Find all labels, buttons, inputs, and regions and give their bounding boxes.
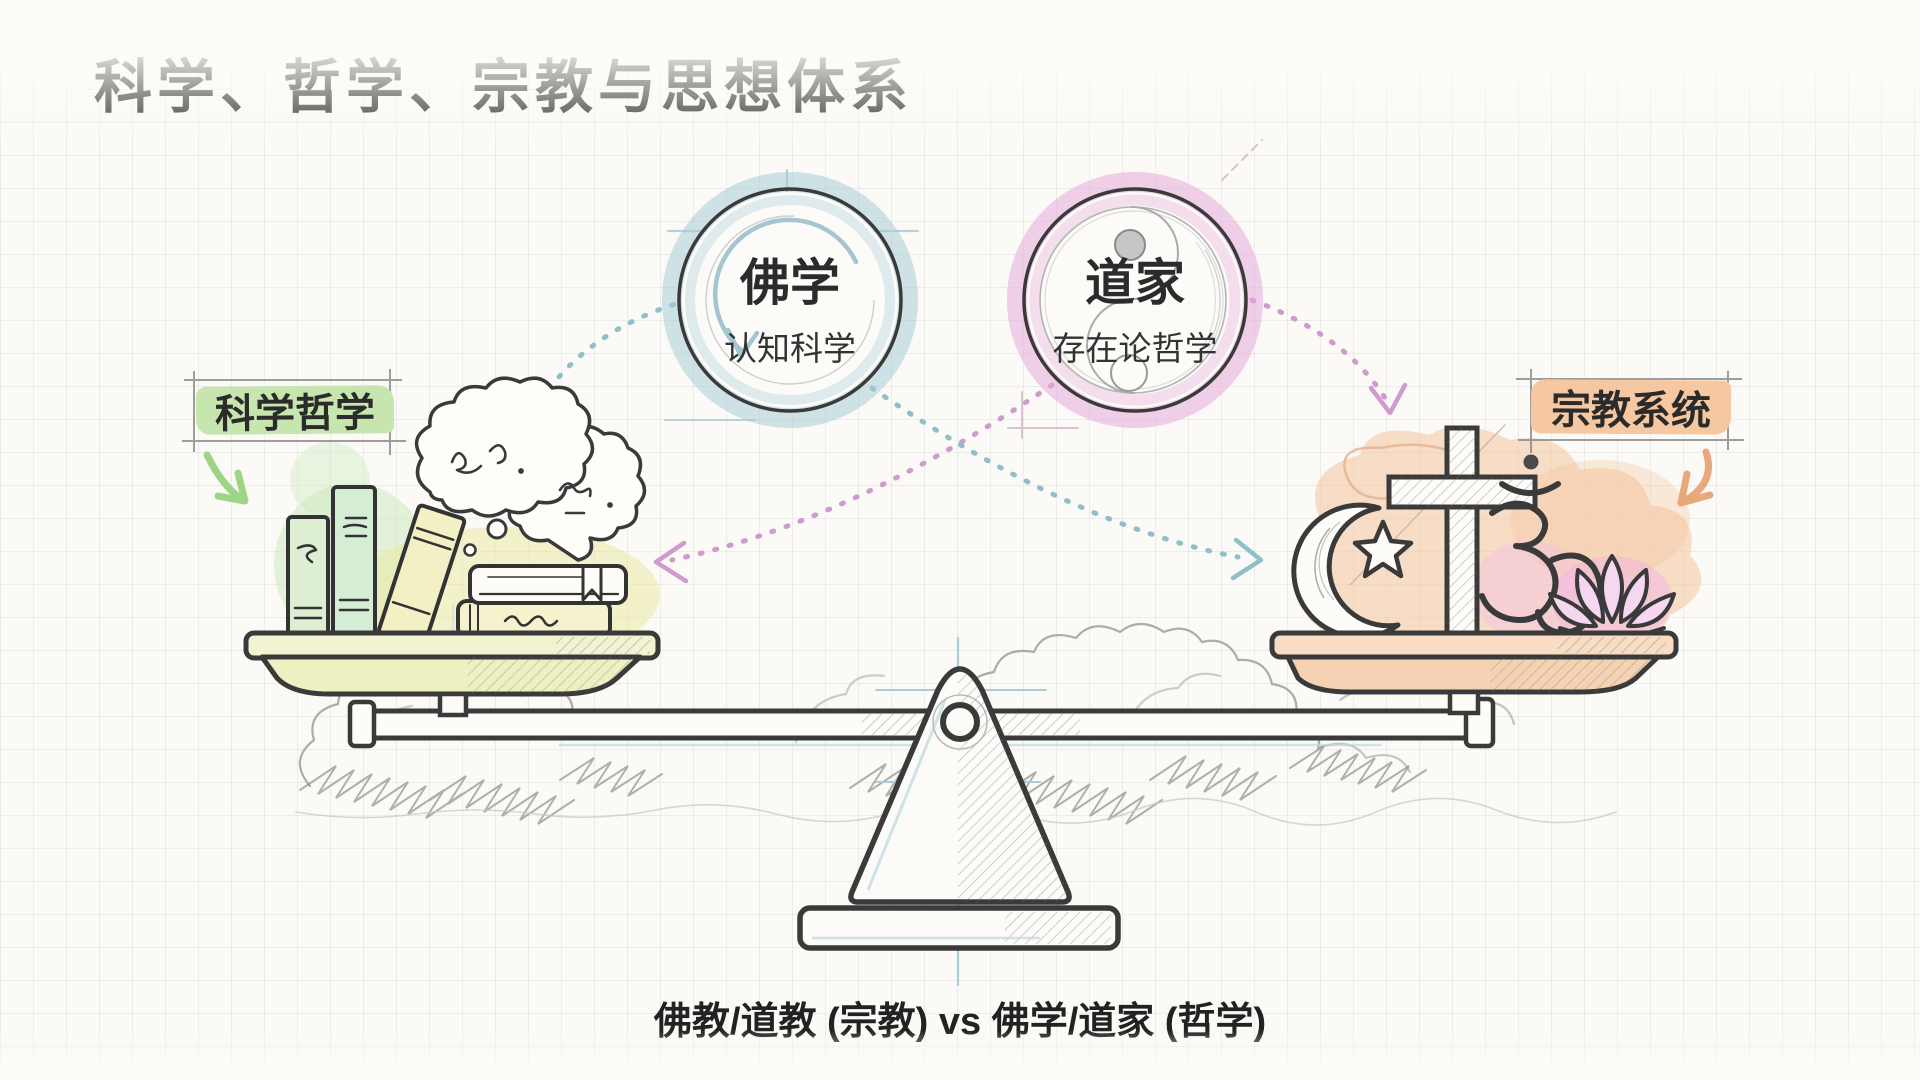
label-religious-systems-text: 宗教系统 bbox=[1550, 388, 1712, 434]
arrow-taoism-to-left-pan bbox=[653, 382, 1055, 584]
yin-yang-icon bbox=[1039, 205, 1227, 395]
page-title: 科学、哲学、宗教与思想体系 bbox=[94, 55, 914, 120]
taoism-circle bbox=[1007, 172, 1263, 428]
beam-left-cap bbox=[347, 699, 377, 749]
left-pan bbox=[243, 376, 661, 718]
right-label-arrow bbox=[1677, 448, 1714, 507]
lotus-flower-icon bbox=[1548, 554, 1676, 639]
pivot-hole bbox=[940, 702, 980, 742]
relation-arrows bbox=[528, 297, 1408, 584]
circle-name-taoism: 道家 bbox=[1085, 255, 1185, 311]
taoism-text: 道家 存在论哲学 bbox=[1053, 258, 1218, 370]
left-label-arrow bbox=[203, 451, 249, 505]
book-shelf-icon bbox=[286, 485, 467, 648]
left-pan-post bbox=[437, 691, 469, 718]
spiral-arrow-icon bbox=[712, 217, 859, 359]
circle-subtitle-buddhist-studies: 认知科学 bbox=[724, 330, 856, 367]
label-religious-systems: 宗教系统 bbox=[1530, 379, 1732, 435]
buddhist-studies-circle bbox=[662, 172, 918, 428]
arrow-buddhism-to-right-pan bbox=[869, 385, 1264, 581]
thought-bubble-icon bbox=[414, 376, 647, 562]
arrow-taoism-to-right-pan bbox=[1249, 297, 1408, 416]
label-philosophy-of-science: 科学哲学 bbox=[195, 385, 395, 437]
bottom-caption: 佛教/道教 (宗教) vs 佛学/道家 (哲学) bbox=[653, 1001, 1267, 1043]
label-frames bbox=[182, 369, 1744, 455]
circle-subtitle-taoism: 存在论哲学 bbox=[1052, 330, 1218, 367]
book-stack-icon bbox=[456, 564, 628, 639]
right-pan-post bbox=[1447, 689, 1481, 716]
label-philosophy-of-science-text: 科学哲学 bbox=[214, 391, 376, 437]
buddhist-studies-text: 佛学 认知科学 bbox=[724, 258, 856, 370]
circle-name-buddhist-studies: 佛学 bbox=[740, 255, 840, 311]
